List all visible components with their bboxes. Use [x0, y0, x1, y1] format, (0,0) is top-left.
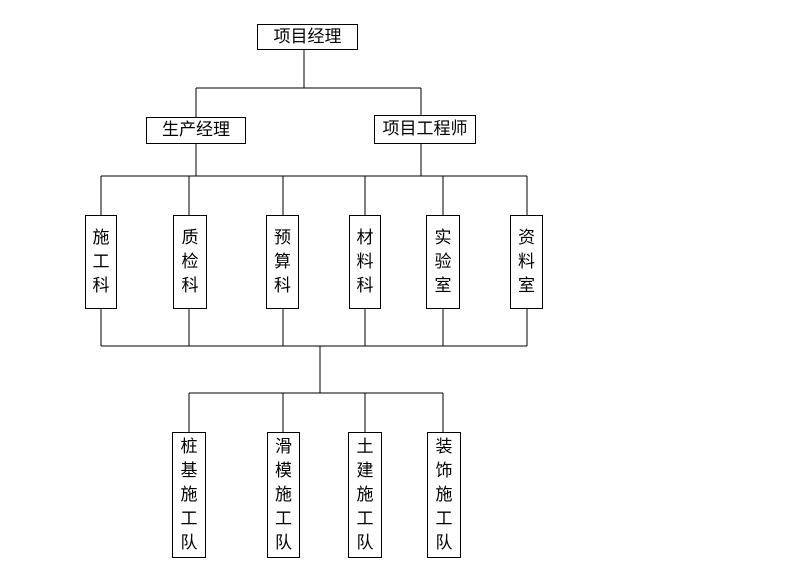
node-dept-materials: 材料科 [349, 215, 381, 309]
label-char: 工 [92, 252, 110, 272]
label-char: 科 [356, 276, 374, 296]
node-team-civil: 土建施工队 [348, 432, 382, 558]
node-dept-quality: 质检科 [173, 215, 207, 309]
label-char: 材 [356, 228, 374, 248]
node-dept-archive: 资料室 [510, 215, 543, 309]
label-char: 实 [434, 228, 452, 248]
label-char: 滑 [275, 437, 292, 457]
node-project-manager: 项目经理 [257, 24, 358, 50]
label-char: 队 [435, 533, 453, 553]
label-char: 装 [435, 437, 453, 457]
label-char: 施 [275, 485, 292, 505]
label-char: 检 [181, 252, 199, 272]
node-dept-budget: 预算科 [266, 215, 299, 309]
label-char: 工 [180, 509, 198, 529]
label-char: 施 [92, 228, 110, 248]
node-dept-lab: 实验室 [426, 215, 460, 309]
node-team-pile: 桩基施工队 [172, 432, 206, 558]
label-char: 建 [356, 461, 374, 481]
label-char: 算 [274, 252, 291, 272]
node-team-slipform: 滑模施工队 [267, 432, 300, 558]
node-dept-construction: 施工科 [85, 215, 117, 309]
label-char: 工 [356, 509, 374, 529]
label-char: 料 [518, 252, 535, 272]
label-char: 模 [275, 461, 292, 481]
label-char: 饰 [435, 461, 453, 481]
label-char: 队 [356, 533, 374, 553]
label-char: 工 [275, 509, 292, 529]
label-char: 科 [274, 276, 291, 296]
label-char: 验 [434, 252, 452, 272]
label-char: 室 [434, 276, 452, 296]
label-char: 队 [180, 533, 198, 553]
label-char: 科 [181, 276, 199, 296]
node-project-engineer: 项目工程师 [374, 115, 476, 144]
label-char: 施 [356, 485, 374, 505]
node-team-decoration: 装饰施工队 [427, 432, 461, 558]
node-production-manager: 生产经理 [146, 117, 246, 144]
label-char: 质 [181, 228, 199, 248]
label-char: 队 [275, 533, 292, 553]
label-char: 工 [435, 509, 453, 529]
label-char: 科 [92, 276, 110, 296]
label-char: 桩 [180, 437, 198, 457]
label-char: 室 [518, 276, 535, 296]
label-char: 资 [518, 228, 535, 248]
label-char: 土 [356, 437, 374, 457]
label-char: 施 [435, 485, 453, 505]
label-char: 料 [356, 252, 374, 272]
label-char: 预 [274, 228, 291, 248]
label-char: 施 [180, 485, 198, 505]
label-char: 基 [180, 461, 198, 481]
